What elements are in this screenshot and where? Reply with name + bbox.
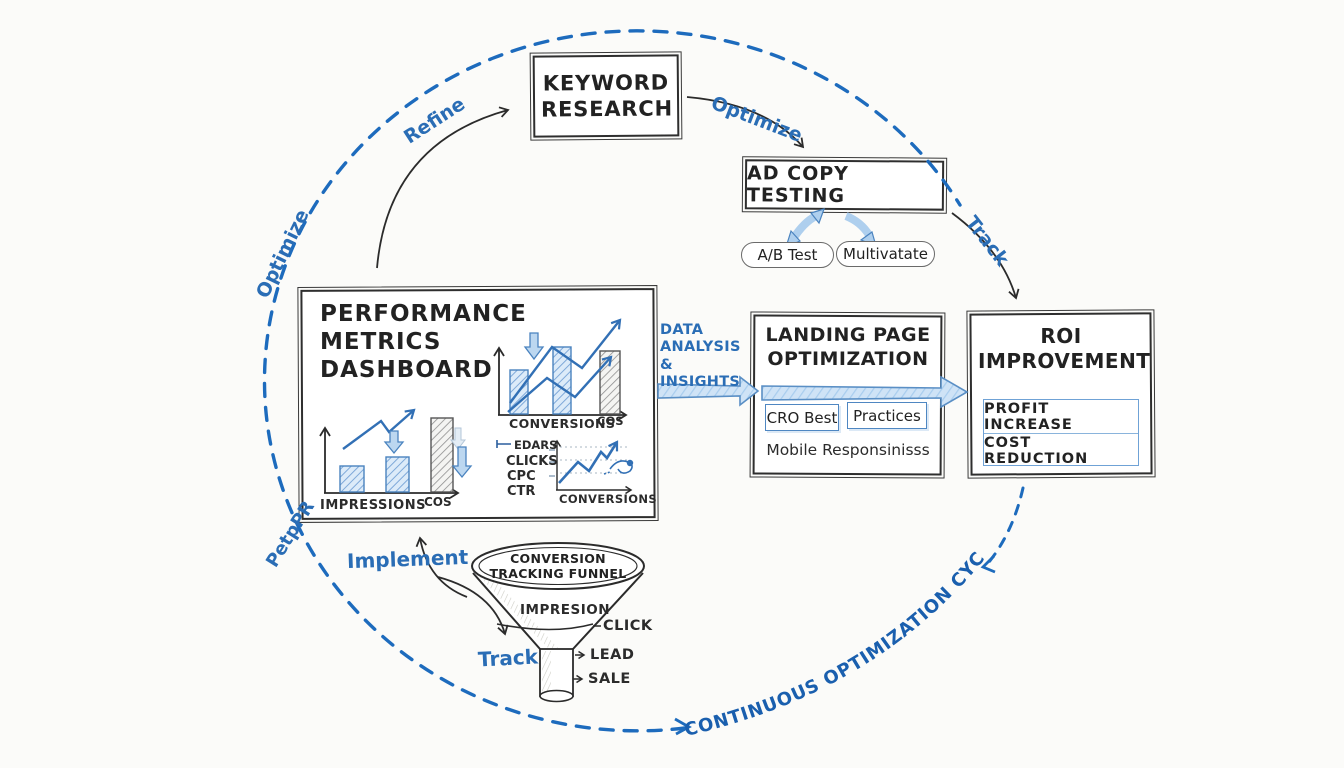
practices-tag: Practices — [847, 402, 927, 429]
landing-page-title: LANDING PAGE OPTIMIZATION — [765, 324, 931, 370]
roi-benefits-box: PROFIT INCREASE COST REDUCTION — [983, 399, 1139, 467]
cost-reduction-item: COST REDUCTION — [984, 434, 1089, 467]
performance-dashboard-title: PERFORMANCE METRICS DASHBOARD — [320, 301, 527, 384]
multivariate-pill: Multivatate — [836, 241, 935, 267]
ab-test-label: A/B Test — [757, 246, 818, 264]
ad-copy-testing-title: AD COPY TESTING — [746, 162, 850, 208]
petppr-label: PetpPR — [262, 497, 319, 572]
keyword-research-title: KEYWORD RESEARCH — [541, 70, 674, 122]
profit-increase-item: PROFIT INCREASE — [984, 400, 1138, 434]
track-funnel-arrow — [437, 576, 509, 636]
mobile-responsiveness-note: Mobile Responsinisss — [766, 441, 930, 459]
track-label: Track — [960, 212, 1014, 271]
refine-arrow — [376, 106, 510, 269]
funnel-stage-lead: LEAD — [590, 647, 635, 663]
funnel-stage-impression: IMPRESION — [520, 602, 610, 618]
track-funnel-label: Track — [477, 644, 539, 672]
ab-test-pill: A/B Test — [741, 242, 834, 268]
optimize-label: Optimize — [708, 92, 806, 147]
cycle-arrow-end-icon — [980, 555, 996, 574]
refine-label: Refine — [400, 92, 470, 149]
optimize-left-label: Optimize — [252, 206, 314, 302]
cro-best-label: CRO Best — [766, 408, 838, 427]
cro-best-tag: CRO Best — [765, 404, 839, 431]
implement-label: Implement — [346, 544, 469, 574]
multivariate-label: Multivatate — [843, 245, 928, 263]
funnel-stage-click: CLICK — [603, 618, 653, 634]
funnel-stage-sale: SALE — [588, 671, 631, 687]
cycle-arrow-start-icon — [674, 717, 692, 736]
funnel-title: CONVERSION TRACKING FUNNEL — [489, 551, 627, 581]
practices-label: Practices — [853, 406, 921, 425]
roi-improvement-title: ROI IMPROVEMENT — [978, 324, 1151, 373]
data-analysis-label: DATA ANALYSIS & INSIGHTS — [660, 322, 741, 391]
ad-copy-testing-box: AD COPY TESTING — [741, 156, 948, 214]
keyword-research-box: KEYWORD RESEARCH — [529, 51, 683, 141]
